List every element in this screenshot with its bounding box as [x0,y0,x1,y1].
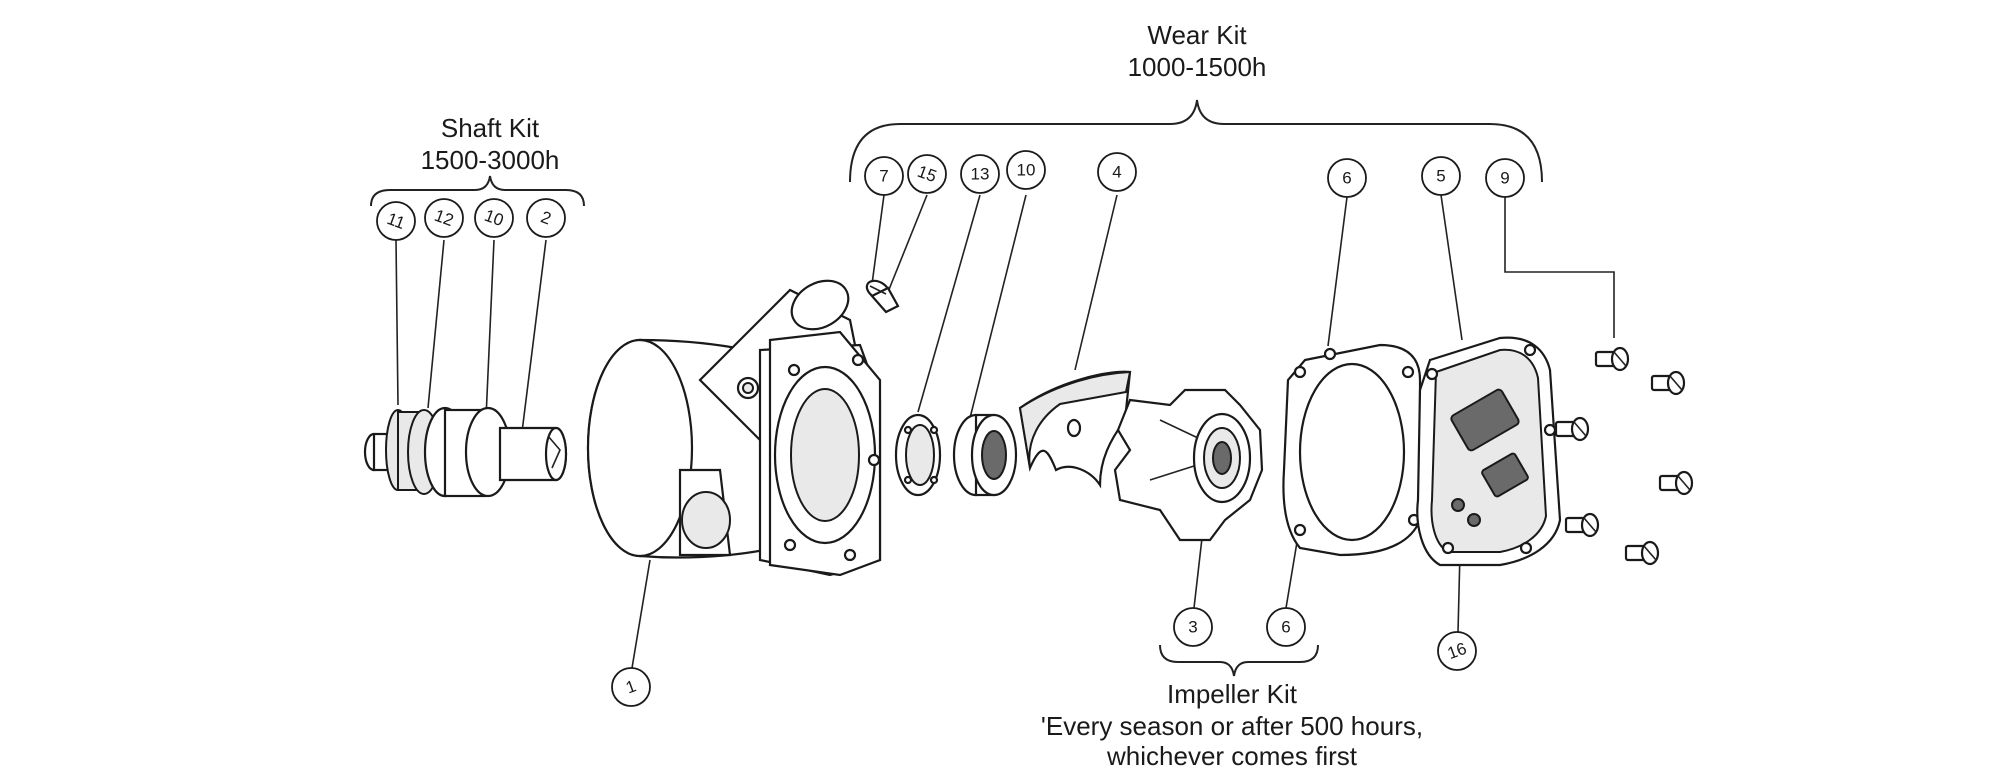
impeller-kit-title: Impeller Kit [1167,679,1298,709]
callout-2: 2 [526,198,566,238]
cover-screws [1554,346,1694,566]
leader-lines [395,194,1615,669]
shaft-kit-bracket [370,175,585,207]
callout-11-label: 11 [384,209,407,233]
callout-7-label: 7 [879,167,888,186]
pump-body [586,279,882,577]
callout-10-wear-label: 10 [1017,161,1036,180]
wear-kit-interval: 1000-1500h [1128,52,1267,82]
cover-plate [1416,336,1562,567]
callout-1: 1 [611,667,651,707]
callout-5-label: 5 [1436,167,1445,186]
callout-5: 5 [1421,156,1461,196]
callout-13-label: 13 [971,165,990,184]
cam-ring [894,413,942,497]
wear-kit-bracket [849,99,1543,183]
shaft-assembly [363,406,568,498]
callout-7: 7 [864,156,904,196]
impeller [1113,388,1264,542]
callout-4: 4 [1097,152,1137,192]
callout-9: 9 [1485,158,1525,198]
shaft-kit-interval: 1500-3000h [421,145,560,175]
callout-13: 13 [960,154,1000,194]
callout-3: 3 [1173,607,1213,647]
callout-3-label: 3 [1188,618,1197,637]
callout-6-top-label: 6 [1342,169,1351,188]
wear-kit-title: Wear Kit [1147,20,1247,50]
callout-12: 12 [424,198,464,238]
callout-6-top: 6 [1327,158,1367,198]
impeller-kit-bracket [1159,644,1319,677]
callout-16: 16 [1437,631,1477,671]
impeller-kit-note-line2: whichever comes first [1106,741,1358,771]
gasket [1282,343,1422,557]
shaft-kit-title: Shaft Kit [441,113,540,143]
plug-screw [865,279,900,314]
callout-6-bottom: 6 [1266,607,1306,647]
cam [1018,370,1132,489]
callout-6-bottom-label: 6 [1281,618,1290,637]
callout-4-label: 4 [1112,163,1121,182]
callout-9-label: 9 [1500,169,1509,188]
impeller-kit-note-line1: 'Every season or after 500 hours, [1041,711,1423,741]
callout-10-shaft: 10 [474,198,514,238]
callout-10-wear: 10 [1006,150,1046,190]
callout-11: 11 [376,201,416,241]
seal [952,413,1018,497]
callout-15: 15 [907,154,947,194]
